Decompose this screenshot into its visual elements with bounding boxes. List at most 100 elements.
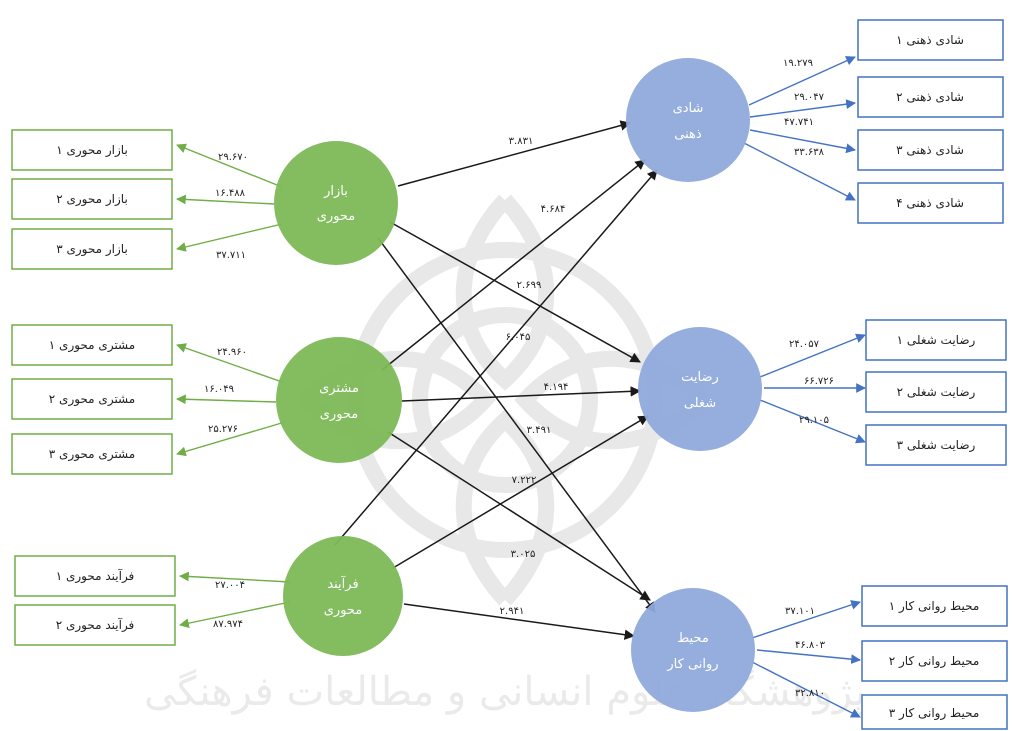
indicator-box-environment-3: محیط روانی کار ۳ — [861, 694, 1008, 730]
indicator-box-satisfaction-1: رضایت شغلی ۱ — [865, 319, 1007, 361]
indicator-label-satisfaction-2: رضایت شغلی ۲ — [897, 385, 976, 400]
indicator-box-environment-2: محیط روانی کار ۲ — [861, 640, 1008, 682]
indicator-box-market-1: بازار محوری ۱ — [11, 129, 173, 171]
latent-happiness: شادی ذهنی — [626, 58, 750, 182]
latent-environment: محیط روانی کار — [631, 588, 755, 712]
arrow-environment-1 — [751, 600, 861, 639]
loading-customer-3: ۲۵.۲۷۶ — [208, 424, 238, 435]
latent-customer: مشتری محوری — [276, 337, 402, 463]
indicator-label-environment-1: محیط روانی کار ۱ — [889, 599, 980, 614]
indicator-label-satisfaction-3: رضایت شغلی ۳ — [897, 438, 976, 453]
indicator-box-happiness-4: شادی ذهنی ۴ — [857, 182, 1004, 224]
latent-customer-line1: مشتری — [319, 381, 359, 396]
latent-market-line1: بازار — [323, 184, 348, 199]
coef-customer-environment: ۳.۰۲۵ — [511, 549, 536, 560]
loading-market-2: ۱۶.۴۸۸ — [215, 188, 246, 199]
path-coefficients: ۳.۸۳۱ ۴.۶۸۴ ۲.۶۹۹ ۶.۰۴۵ ۴.۱۹۴ ۳.۴۹۱ ۷.۲۲… — [500, 136, 569, 617]
indicator-box-process-1: فرآیند محوری ۱ — [14, 555, 176, 597]
latent-satisfaction: رضایت شغلی — [638, 327, 762, 451]
path-market-satisfaction — [389, 221, 641, 363]
indicator-box-process-2: فرآیند محوری ۲ — [14, 604, 176, 646]
arrow-happiness-3 — [749, 129, 856, 154]
loading-environment-2: ۴۶.۸۰۳ — [795, 640, 826, 651]
coef-process-environment: ۲.۹۴۱ — [500, 606, 525, 617]
loading-customer-1: ۲۴.۹۶۰ — [217, 347, 247, 358]
indicator-label-happiness-2: شادی ذهنی ۲ — [896, 90, 964, 104]
indicator-label-market-3: بازار محوری ۳ — [56, 242, 128, 257]
structural-paths — [334, 120, 658, 640]
left-indicator-boxes: بازار محوری ۱ بازار محوری ۲ بازار محوری … — [11, 129, 176, 646]
coef-process-satisfaction: ۷.۲۲۲ — [512, 475, 537, 486]
path-process-environment — [403, 603, 636, 640]
loading-satisfaction-2: ۶۶.۷۲۶ — [804, 376, 834, 387]
indicator-label-customer-2: مشتری محوری ۲ — [49, 392, 135, 407]
indicator-box-satisfaction-2: رضایت شغلی ۲ — [865, 371, 1007, 413]
loading-process-1: ۲۷.۰۰۴ — [215, 580, 245, 591]
left-measurement-arrows — [176, 143, 291, 628]
arrow-customer-1 — [176, 343, 286, 384]
arrow-market-1 — [176, 143, 283, 188]
loading-market-3: ۳۷.۷۱۱ — [216, 250, 246, 261]
indicator-label-customer-3: مشتری محوری ۳ — [49, 447, 135, 462]
coef-market-happiness: ۳.۸۳۱ — [509, 136, 534, 147]
indicator-label-market-2: بازار محوری ۲ — [56, 192, 128, 207]
right-measurement-arrows — [743, 56, 866, 718]
latent-customer-line2: محوری — [320, 407, 359, 422]
loading-customer-2: ۱۶.۰۴۹ — [204, 384, 234, 395]
loading-satisfaction-1: ۲۴.۰۵۷ — [789, 339, 820, 350]
loading-satisfaction-3: ۲۹.۱۰۵ — [799, 415, 829, 426]
latent-process: فرآیند محوری — [283, 536, 403, 656]
indicator-box-happiness-3: شادی ذهنی ۳ — [857, 129, 1004, 171]
watermark-text: پژوهشگاه علوم انسانی و مطالعات فرهنگی — [144, 669, 866, 715]
arrow-satisfaction-3 — [759, 399, 866, 444]
latent-process-line2: محوری — [324, 603, 363, 618]
latent-process-line1: فرآیند — [327, 575, 358, 592]
arrow-customer-2 — [176, 394, 277, 405]
indicator-box-customer-2: مشتری محوری ۲ — [11, 378, 173, 420]
indicator-label-happiness-4: شادی ذهنی ۴ — [896, 196, 964, 210]
indicator-label-environment-2: محیط روانی کار ۲ — [889, 654, 980, 669]
loading-happiness-3: ۴۷.۷۴۱ — [784, 117, 814, 128]
loading-environment-3: ۳۲.۸۱۰ — [795, 688, 825, 699]
indicator-box-customer-3: مشتری محوری ۳ — [11, 433, 173, 475]
indicator-box-market-3: بازار محوری ۳ — [11, 228, 173, 270]
loading-happiness-4: ۳۳.۶۳۸ — [794, 147, 825, 158]
loading-process-2: ۸۷.۹۷۴ — [213, 619, 243, 630]
latent-market-line2: محوری — [317, 209, 356, 224]
indicator-box-happiness-1: شادی ذهنی ۱ — [857, 19, 1004, 61]
watermark-emblem: پژوهشگاه علوم انسانی و مطالعات فرهنگی — [144, 194, 866, 715]
path-market-environment — [377, 237, 656, 613]
indicator-label-process-2: فرآیند محوری ۲ — [56, 617, 135, 633]
indicator-box-satisfaction-3: رضایت شغلی ۳ — [865, 424, 1007, 466]
path-customer-environment — [387, 431, 651, 601]
indicator-box-customer-1: مشتری محوری ۱ — [11, 324, 173, 366]
coef-process-happiness: ۶.۰۴۵ — [506, 332, 531, 343]
indicator-box-market-2: بازار محوری ۲ — [11, 178, 173, 220]
path-customer-satisfaction — [401, 386, 642, 402]
arrow-happiness-4 — [743, 142, 856, 201]
arrow-environment-3 — [751, 661, 861, 718]
indicator-label-market-1: بازار محوری ۱ — [56, 143, 128, 158]
path-process-happiness — [334, 169, 658, 546]
loading-environment-1: ۳۷.۱۰۱ — [785, 606, 815, 617]
loading-happiness-2: ۲۹.۰۴۷ — [794, 92, 825, 103]
indicator-box-happiness-2: شادی ذهنی ۲ — [857, 76, 1004, 118]
indicator-label-customer-1: مشتری محوری ۱ — [49, 338, 135, 353]
arrow-market-3 — [176, 223, 283, 252]
arrow-environment-2 — [756, 649, 861, 665]
arrow-happiness-1 — [748, 56, 856, 106]
path-customer-happiness — [381, 159, 646, 371]
arrow-process-2 — [179, 601, 291, 628]
latent-happiness-line2: ذهنی — [674, 127, 702, 142]
indicator-label-happiness-1: شادی ذهنی ۱ — [896, 33, 964, 47]
loading-values: ۲۹.۶۷۰ ۱۶.۴۸۸ ۳۷.۷۱۱ ۲۴.۹۶۰ ۱۶.۰۴۹ ۲۵.۲۷… — [204, 58, 834, 699]
arrow-satisfaction-1 — [759, 333, 866, 378]
coef-market-satisfaction: ۲.۶۹۹ — [517, 280, 542, 291]
indicator-label-environment-3: محیط روانی کار ۳ — [889, 706, 980, 721]
path-market-happiness — [397, 120, 632, 187]
loading-market-1: ۲۹.۶۷۰ — [218, 152, 248, 163]
indicator-label-process-1: فرآیند محوری ۱ — [56, 568, 135, 584]
latent-market: بازار محوری — [274, 141, 398, 265]
loading-happiness-1: ۱۹.۲۷۹ — [783, 58, 813, 69]
